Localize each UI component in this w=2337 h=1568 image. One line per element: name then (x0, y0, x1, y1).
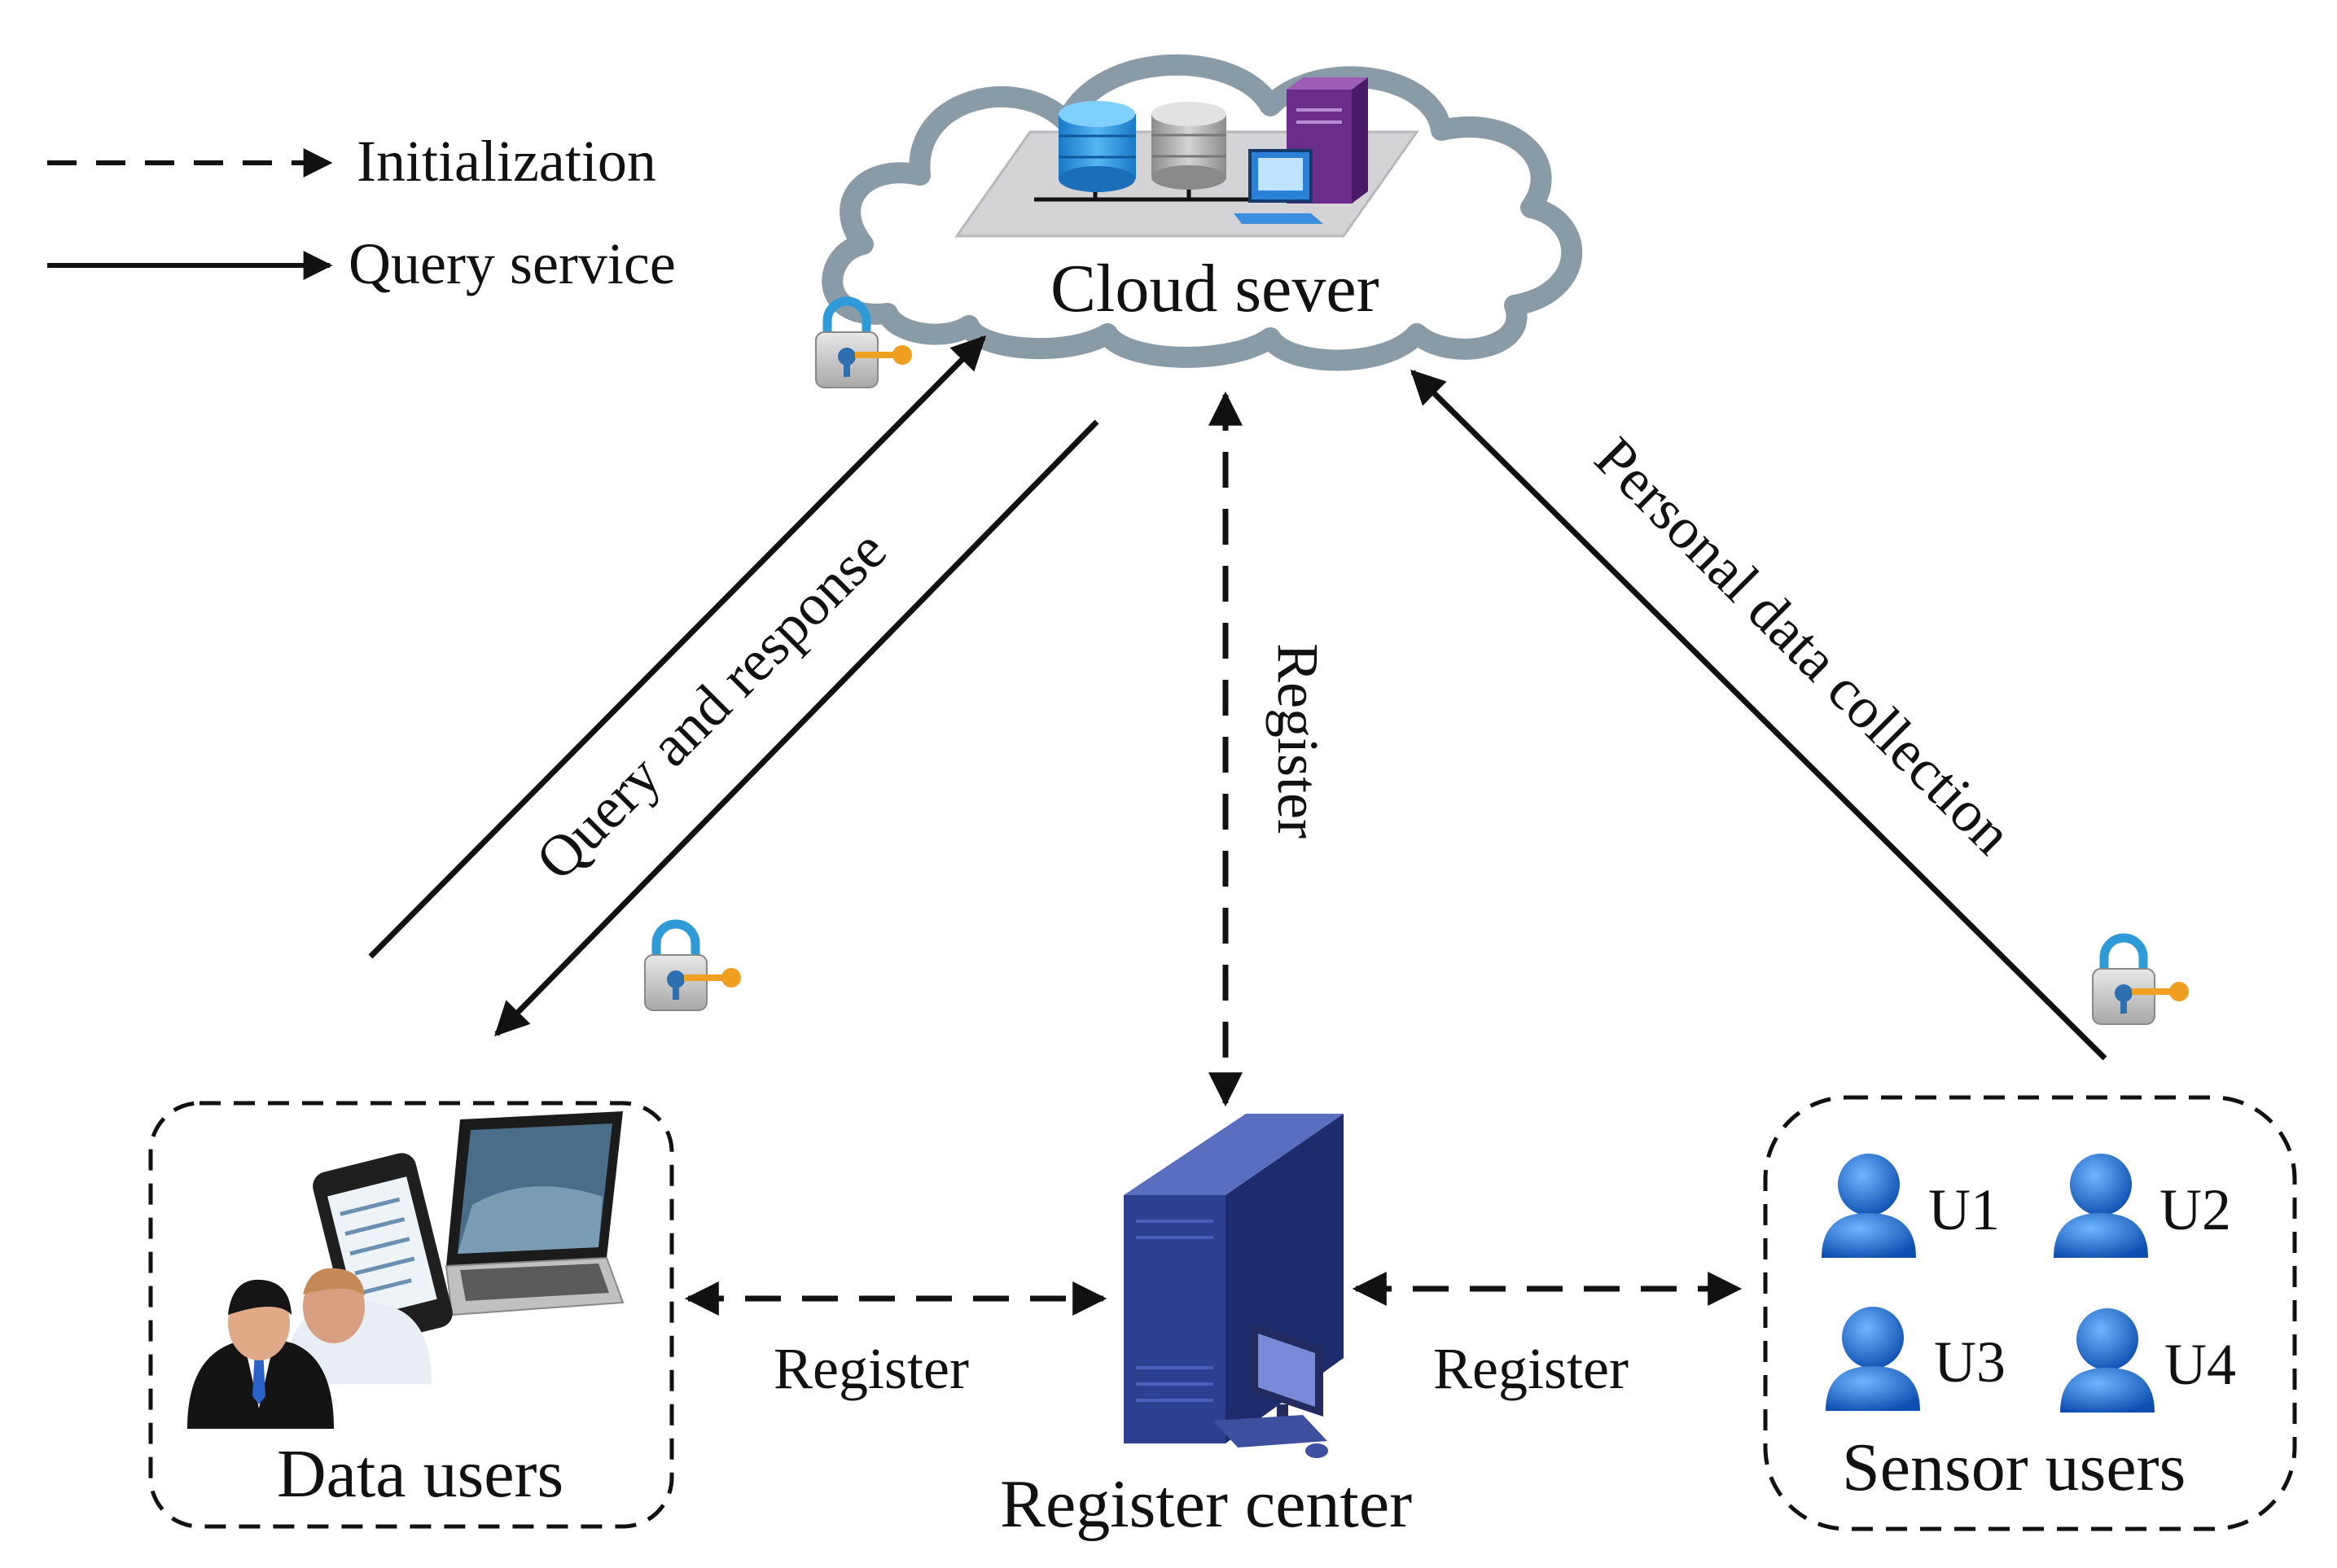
padlock-key-icon (815, 296, 912, 388)
data-users-box (148, 1101, 674, 1529)
desktop-monitor-icon (1234, 149, 1323, 224)
legend-query-service-label: Query service (349, 231, 676, 296)
sensor-user-label-u1: U1 (1928, 1177, 2000, 1242)
query-and-response-label: Query and response (524, 517, 899, 892)
sensor-users-node: U1 U2 U3 U4 Sensor users (1763, 1095, 2297, 1531)
user-icon (285, 1268, 432, 1384)
laptop-icon (445, 1111, 625, 1316)
data-users-label: Data users (277, 1436, 563, 1512)
register-left-label: Register (774, 1336, 969, 1401)
legend-initialization-label: Initialization (357, 129, 656, 194)
register-vertical-label: Register (1265, 643, 1331, 839)
sensor-user-label-u3: U3 (1934, 1329, 2006, 1395)
database-gray-icon (1151, 102, 1226, 190)
sensor-users-box (1763, 1095, 2297, 1531)
user-icon (2054, 1154, 2148, 1258)
sensor-user-label-u2: U2 (2159, 1177, 2231, 1242)
user-icon (2060, 1308, 2155, 1413)
padlock-key-icon (2092, 933, 2189, 1025)
personal-data-arrow (1410, 370, 2107, 1061)
cloud-server-node: Cloud sever (822, 54, 1583, 371)
register-center-label: Register center (1000, 1466, 1412, 1542)
padlock-key-icon (644, 919, 741, 1011)
sensor-users-label: Sensor users (1842, 1430, 2186, 1505)
user-icon (1822, 1154, 1916, 1258)
personal-data-collection-label: Personal data collection (1583, 425, 2025, 867)
register-center-node: Register center (1000, 1114, 1412, 1542)
edges (368, 335, 2107, 1316)
cloud-server-label: Cloud sever (1050, 251, 1379, 326)
user-icon (1826, 1307, 1920, 1411)
database-blue-icon (1059, 101, 1136, 192)
sensor-user-label-u4: U4 (2164, 1332, 2236, 1397)
legend: Initialization Query service (47, 129, 676, 296)
register-right-label: Register (1433, 1336, 1629, 1401)
response-arrow-down (494, 419, 1099, 1036)
query-arrow-up (368, 335, 986, 959)
user-icon (187, 1279, 334, 1429)
data-users-node: Data users (148, 1101, 674, 1529)
desktop-monitor-icon (1213, 1323, 1328, 1458)
